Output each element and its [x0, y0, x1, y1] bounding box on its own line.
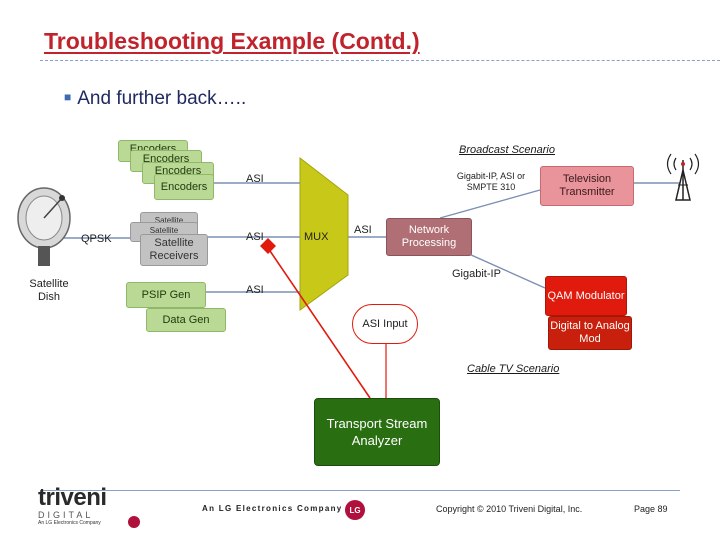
network-to-qam-line [459, 249, 546, 289]
triveni-logo-text: triveni [38, 484, 107, 511]
mux-shape [299, 156, 349, 311]
qpsk-label: QPSK [81, 233, 112, 245]
asi-label-receivers: ASI [246, 231, 264, 243]
cable-scenario-label: Cable TV Scenario [467, 363, 560, 375]
mux-label: MUX [304, 231, 329, 243]
psip-gen-box: PSIP Gen [126, 282, 206, 308]
lg-logo-icon: LG [345, 500, 365, 520]
test-point-marker [260, 238, 276, 254]
transport-stream-analyzer-box: Transport Stream Analyzer [314, 398, 440, 466]
page-number: Page 89 [634, 504, 668, 514]
satellite-dish-icon [17, 187, 71, 266]
triveni-logo-subtext: DIGITAL [38, 510, 94, 520]
encoder-box-4: Encoders [154, 174, 214, 200]
title-divider [40, 60, 720, 61]
receiver-box-3: Satellite Receivers [140, 234, 208, 266]
gigabit-ip-top-label: Gigabit-IP, ASI or SMPTE 310 [456, 171, 526, 192]
triveni-logo: triveni DIGITAL An LG Electronics Compan… [38, 486, 142, 528]
network-processing-box: Network Processing [386, 218, 472, 256]
asi-label-encoders: ASI [246, 173, 264, 185]
lg-company-text: An LG Electronics Company [202, 504, 343, 513]
tv-transmitter-box: Television Transmitter [540, 166, 634, 206]
broadcast-tower-icon [666, 153, 700, 201]
footer-divider [40, 490, 680, 491]
asi-label-psip: ASI [246, 284, 264, 296]
gigabit-ip-label: Gigabit-IP [452, 268, 501, 280]
triveni-logo-tagline: An LG Electronics Company [38, 520, 101, 526]
copyright-text: Copyright © 2010 Triveni Digital, Inc. [436, 504, 583, 514]
lg-mini-icon [128, 516, 140, 528]
digital-to-analog-box: Digital to Analog Mod [548, 316, 632, 350]
bullet-square-icon: ■ [64, 90, 72, 104]
data-gen-box: Data Gen [146, 308, 226, 332]
bullet-label: And further back….. [77, 88, 247, 109]
network-to-transmitter-line [439, 189, 541, 219]
broadcast-scenario-label: Broadcast Scenario [459, 144, 555, 156]
asi-label-mux-out: ASI [354, 224, 372, 236]
test-probe-line [267, 247, 371, 399]
asi-input-box: ASI Input [352, 304, 418, 344]
bullet-text: ■ And further back….. [64, 88, 246, 110]
satellite-dish-label: Satellite Dish [29, 278, 69, 303]
qam-modulator-box: QAM Modulator [545, 276, 627, 316]
slide-title: Troubleshooting Example (Contd.) [44, 28, 420, 54]
